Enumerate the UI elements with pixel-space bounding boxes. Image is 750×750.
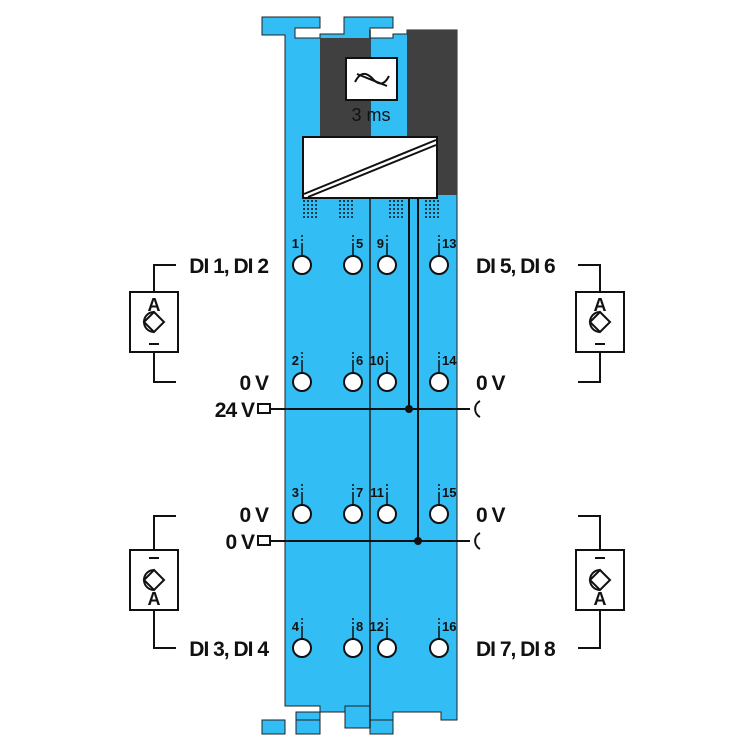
terminal-number: 8 (356, 619, 363, 634)
sensor-letter: A (148, 295, 161, 315)
terminal-number: 9 (377, 236, 384, 251)
terminal-13[interactable]: 13 (429, 235, 456, 275)
terminal-number: 12 (370, 619, 384, 634)
label-24v: 24 V (215, 399, 255, 422)
sensor-di78: A (575, 515, 625, 649)
supply-24v (257, 400, 481, 418)
sensor-letter: A (594, 295, 607, 315)
terminal-14[interactable]: 14 (429, 352, 457, 392)
terminal-number: 7 (356, 485, 363, 500)
terminal-11[interactable]: 11 (370, 484, 397, 524)
sensor-letter: A (148, 589, 161, 609)
terminal-number: 1 (292, 236, 299, 251)
terminal-16[interactable]: 16 (429, 618, 456, 658)
terminal-4[interactable]: 4 (292, 618, 312, 658)
label-0v-right-1: 0 V (476, 372, 506, 395)
terminal-10[interactable]: 10 (370, 352, 397, 392)
terminal-12[interactable]: 12 (370, 618, 397, 658)
sensor-letter: A (594, 589, 607, 609)
terminal-number: 6 (356, 353, 363, 368)
terminal-number: 11 (370, 485, 384, 500)
label-di56: DI 5, DI 6 (476, 255, 555, 278)
dc-dc-converter (302, 136, 438, 199)
terminal-7[interactable]: 7 (343, 484, 363, 524)
terminal-6[interactable]: 6 (343, 352, 363, 392)
terminal-9[interactable]: 9 (377, 235, 397, 275)
sensor-di12: A (129, 264, 179, 383)
label-0v-left-2: 0 V (239, 504, 269, 527)
terminal-number: 10 (370, 353, 384, 368)
terminal-number: 4 (292, 619, 300, 634)
terminal-number: 14 (442, 353, 457, 368)
supply-0v (257, 532, 481, 550)
label-0v-supply: 0 V (225, 531, 255, 554)
terminal-number: 3 (292, 485, 299, 500)
internal-bus (303, 200, 439, 220)
label-di78: DI 7, DI 8 (476, 638, 556, 661)
terminal-number: 15 (442, 485, 456, 500)
terminal-number: 5 (356, 236, 363, 251)
label-di34: DI 3, DI 4 (189, 638, 269, 661)
terminal-1[interactable]: 1 (292, 235, 312, 275)
sensor-di34: A (129, 515, 179, 649)
terminal-2[interactable]: 2 (292, 352, 312, 392)
terminal-3[interactable]: 3 (292, 484, 312, 524)
terminal-5[interactable]: 5 (343, 235, 363, 275)
terminal-number: 16 (442, 619, 456, 634)
sensor-di56: A (575, 264, 625, 383)
filter-time-label: 3 ms (351, 105, 390, 125)
terminal-number: 2 (292, 353, 299, 368)
terminal-number: 13 (442, 236, 456, 251)
label-0v-left-1: 0 V (239, 372, 269, 395)
filter-block: 3 ms (345, 57, 398, 125)
label-di12: DI 1, DI 2 (189, 255, 268, 278)
terminal-8[interactable]: 8 (343, 618, 363, 658)
terminal-15[interactable]: 15 (429, 484, 456, 524)
label-0v-right-2: 0 V (476, 504, 506, 527)
